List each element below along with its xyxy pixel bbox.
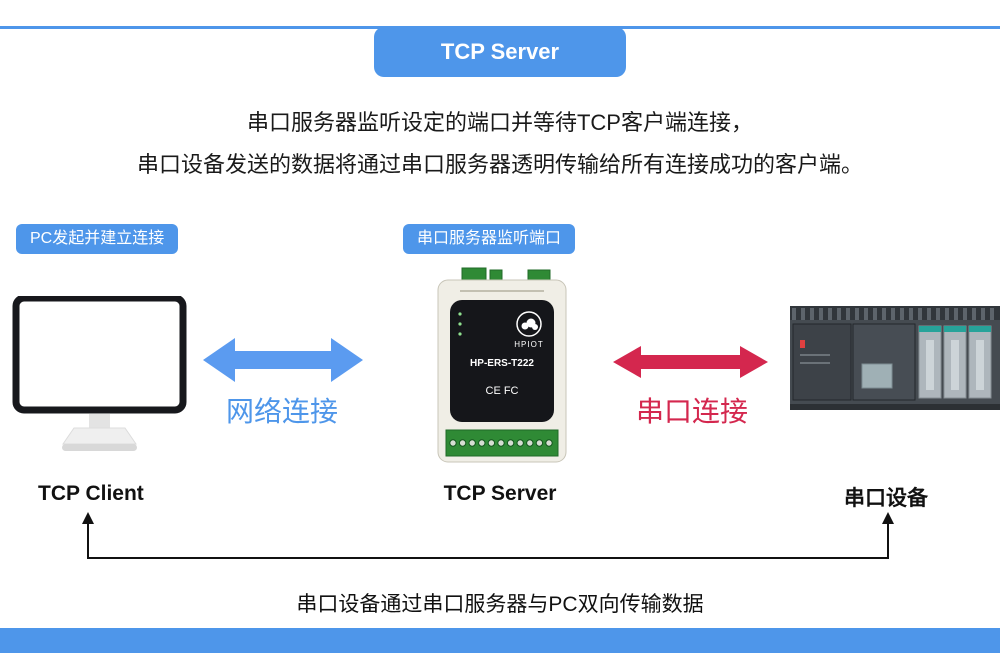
bidirectional-bracket-icon <box>82 512 894 559</box>
network-double-arrow-icon <box>203 338 363 382</box>
device-certification-marks: CE FC <box>486 385 519 397</box>
pc-connect-pill: PC发起并建立连接 <box>16 224 179 254</box>
serial-connection-label: 串口连接 <box>636 396 749 427</box>
serial-server-device-icon: HPIOT HP-ERS-T222 CE FC <box>437 267 567 463</box>
description-line-1: 串口服务器监听设定的端口并等待TCP客户端连接， <box>246 110 753 135</box>
device-brand-text: HPIOT <box>514 340 543 349</box>
bottom-accent-bar <box>0 628 1000 653</box>
tcp-server-label: TCP Server <box>443 482 557 505</box>
tcp-server-banner: TCP Server <box>374 27 626 77</box>
network-connection-label: 网络连接 <box>226 396 339 427</box>
tcp-client-label: TCP Client <box>38 482 144 505</box>
plc-device-icon <box>790 306 1000 410</box>
serial-device-label: 串口设备 <box>844 487 928 510</box>
description-line-2: 串口设备发送的数据将通过串口服务器透明传输给所有连接成功的客户端。 <box>136 152 863 177</box>
server-listen-pill: 串口服务器监听端口 <box>403 224 576 254</box>
device-model-text: HP-ERS-T222 <box>470 358 534 369</box>
desktop-monitor-icon <box>12 296 187 451</box>
description-text: 串口服务器监听设定的端口并等待TCP客户端连接， 串口设备发送的数据将通过串口服… <box>0 102 1000 186</box>
footer-caption: 串口设备通过串口服务器与PC双向传输数据 <box>296 593 704 616</box>
serial-double-arrow-icon <box>613 346 768 378</box>
